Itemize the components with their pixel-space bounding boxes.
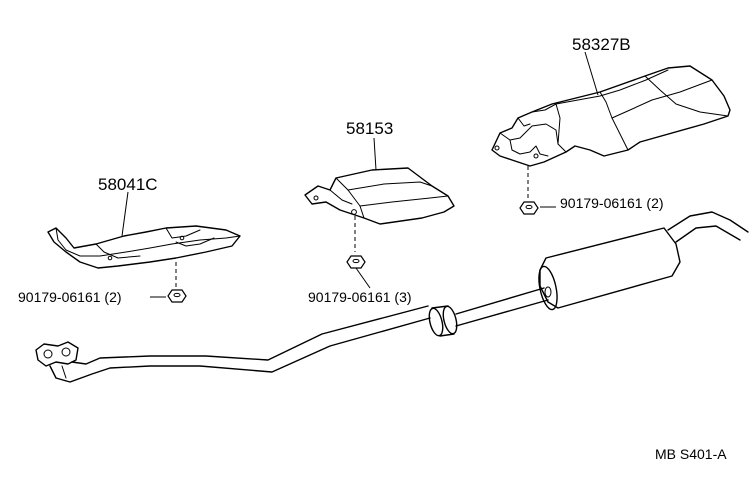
diagram-code: MB S401-A <box>655 446 727 462</box>
fastener-label-left: 90179-06161 (2) <box>18 289 122 305</box>
nut-right <box>519 166 556 215</box>
part-number-58041c: 58041C <box>98 175 158 194</box>
heat-insulator-58153 <box>304 137 455 225</box>
heat-insulator-58041c <box>47 191 241 269</box>
exhaust-pipe-assembly <box>35 211 749 383</box>
heat-insulator-58327b <box>491 51 731 167</box>
nut-left <box>150 262 187 303</box>
fastener-label-right: 90179-06161 (2) <box>560 195 664 211</box>
part-number-58153: 58153 <box>346 119 393 138</box>
fastener-label-center: 90179-06161 (3) <box>308 289 412 305</box>
nut-center <box>346 216 371 289</box>
part-number-58327b: 58327B <box>572 35 631 54</box>
